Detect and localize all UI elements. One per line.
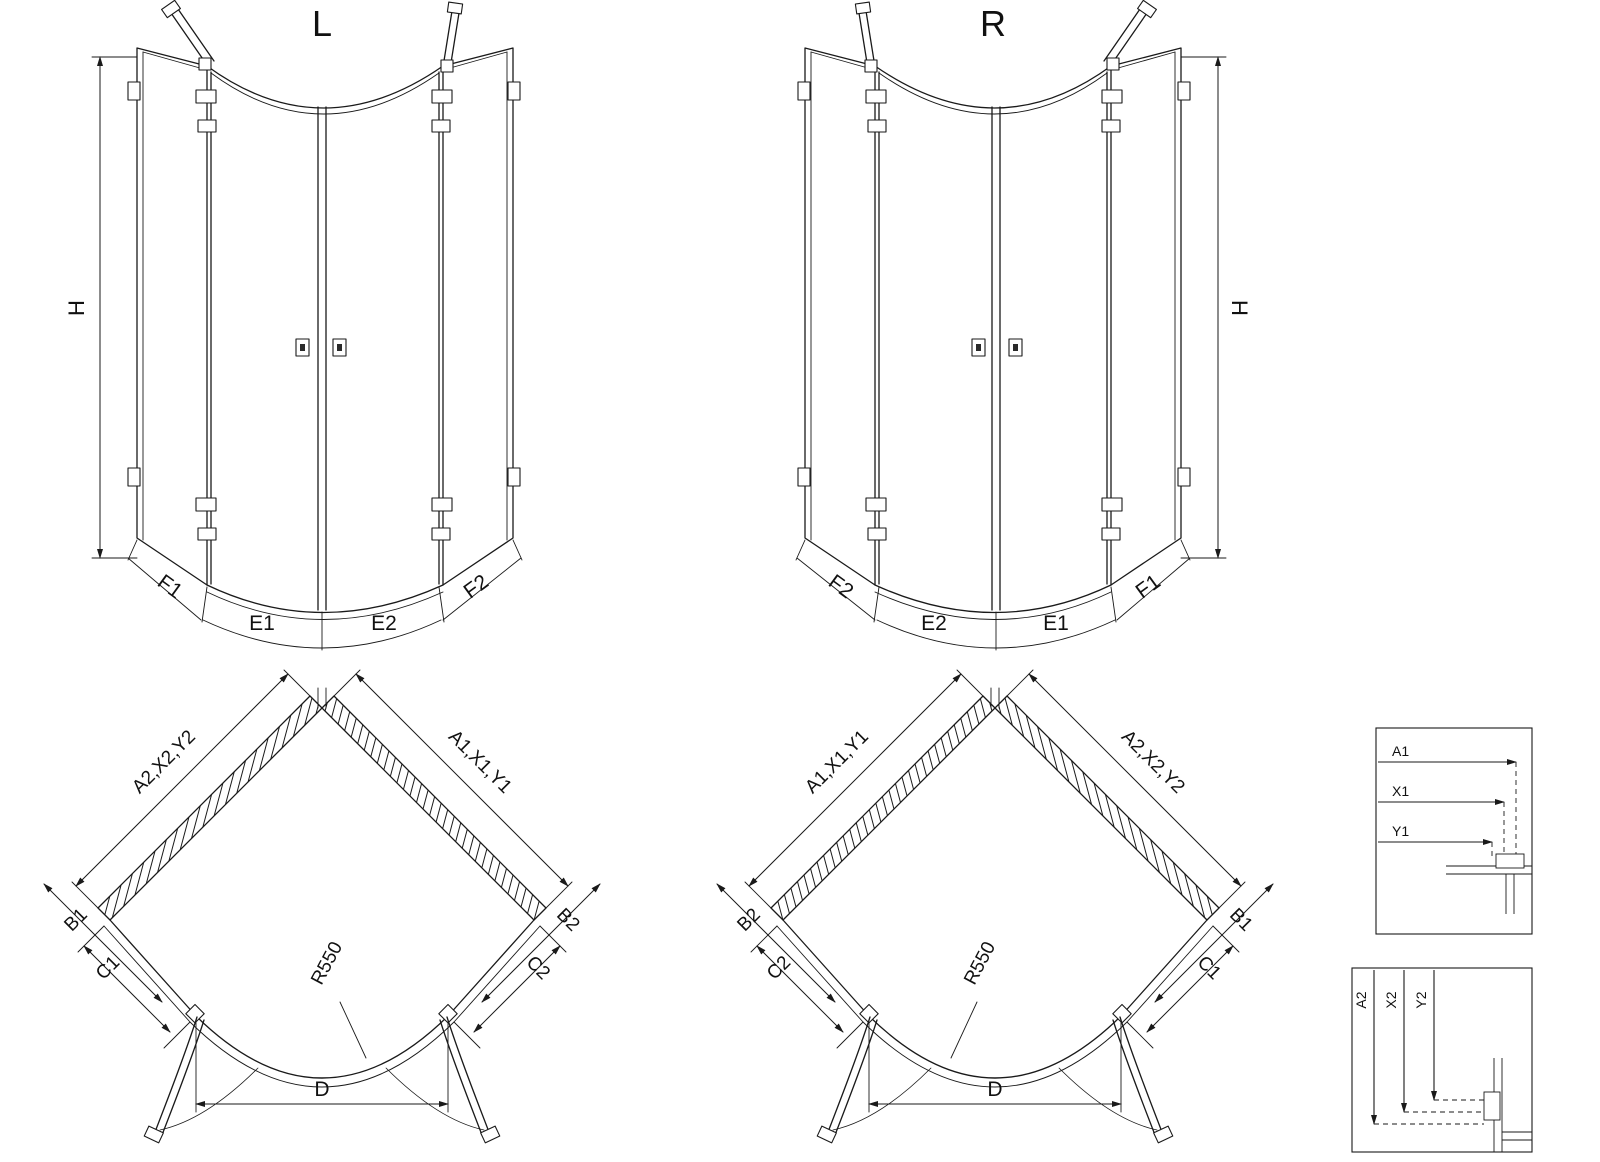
base-segment-label: F1 bbox=[153, 570, 186, 603]
plan-view-left: A2,X2,Y2 A1,X1,Y1 B1 B2 C1 C2 R550 D bbox=[44, 670, 600, 1143]
height-label: H bbox=[64, 300, 89, 316]
base-segment-label: E1 bbox=[249, 612, 275, 635]
door-dimension-label: C1 bbox=[1193, 952, 1225, 984]
detail-dim-label: Y1 bbox=[1392, 823, 1409, 839]
base-segment-label: F2 bbox=[460, 570, 493, 603]
base-segment-label: E2 bbox=[921, 612, 947, 635]
detail-dim-label: A2 bbox=[1353, 991, 1369, 1008]
height-label: H bbox=[1227, 300, 1252, 316]
outer-dimension-label: B1 bbox=[60, 904, 91, 935]
radius-label: R550 bbox=[960, 938, 1000, 988]
base-segment-label: F2 bbox=[824, 570, 857, 603]
view-title: L bbox=[312, 3, 332, 44]
wall-dimension-label: A2,X2,Y2 bbox=[128, 726, 200, 798]
detail-box-horizontal: A1 X1 Y1 bbox=[1375, 727, 1533, 935]
reference-dashes bbox=[1374, 1099, 1484, 1125]
wall-dimension-label: A1,X1,Y1 bbox=[444, 726, 516, 798]
wall-dimension-label: A2,X2,Y2 bbox=[1117, 726, 1189, 798]
outer-dimension-label: B2 bbox=[733, 904, 764, 935]
view-title: R bbox=[980, 3, 1006, 44]
detail-dim-label: A1 bbox=[1392, 743, 1409, 759]
reference-dashes bbox=[1491, 762, 1517, 856]
wall-profile-detail bbox=[1446, 853, 1532, 914]
detail-dim-label: Y2 bbox=[1413, 991, 1429, 1008]
door-dimension-label: C1 bbox=[92, 952, 124, 984]
detail-dim-label: X2 bbox=[1383, 991, 1399, 1008]
perspective-view-left: L H F1 E1 E2 F2 bbox=[64, 0, 522, 650]
base-segment-label: E1 bbox=[1043, 612, 1069, 635]
perspective-view-right: R H F2 E2 E1 F1 bbox=[796, 0, 1252, 650]
outer-dimension-label: B2 bbox=[552, 904, 583, 935]
width-dimension-label: D bbox=[314, 1078, 329, 1101]
radius-label: R550 bbox=[307, 938, 347, 988]
plan-view-right: A1,X1,Y1 A2,X2,Y2 B2 B1 C2 C1 R550 D bbox=[717, 670, 1273, 1143]
wall-profile-detail bbox=[1483, 1058, 1532, 1152]
width-dimension-label: D bbox=[987, 1078, 1002, 1101]
wall-dimension-label: A1,X1,Y1 bbox=[801, 726, 873, 798]
base-segment-label: E2 bbox=[371, 612, 397, 635]
detail-dim-label: X1 bbox=[1392, 783, 1409, 799]
detail-box-vertical: A2 X2 Y2 bbox=[1351, 967, 1533, 1153]
outer-dimension-label: B1 bbox=[1225, 904, 1256, 935]
base-segment-label: F1 bbox=[1132, 570, 1165, 603]
